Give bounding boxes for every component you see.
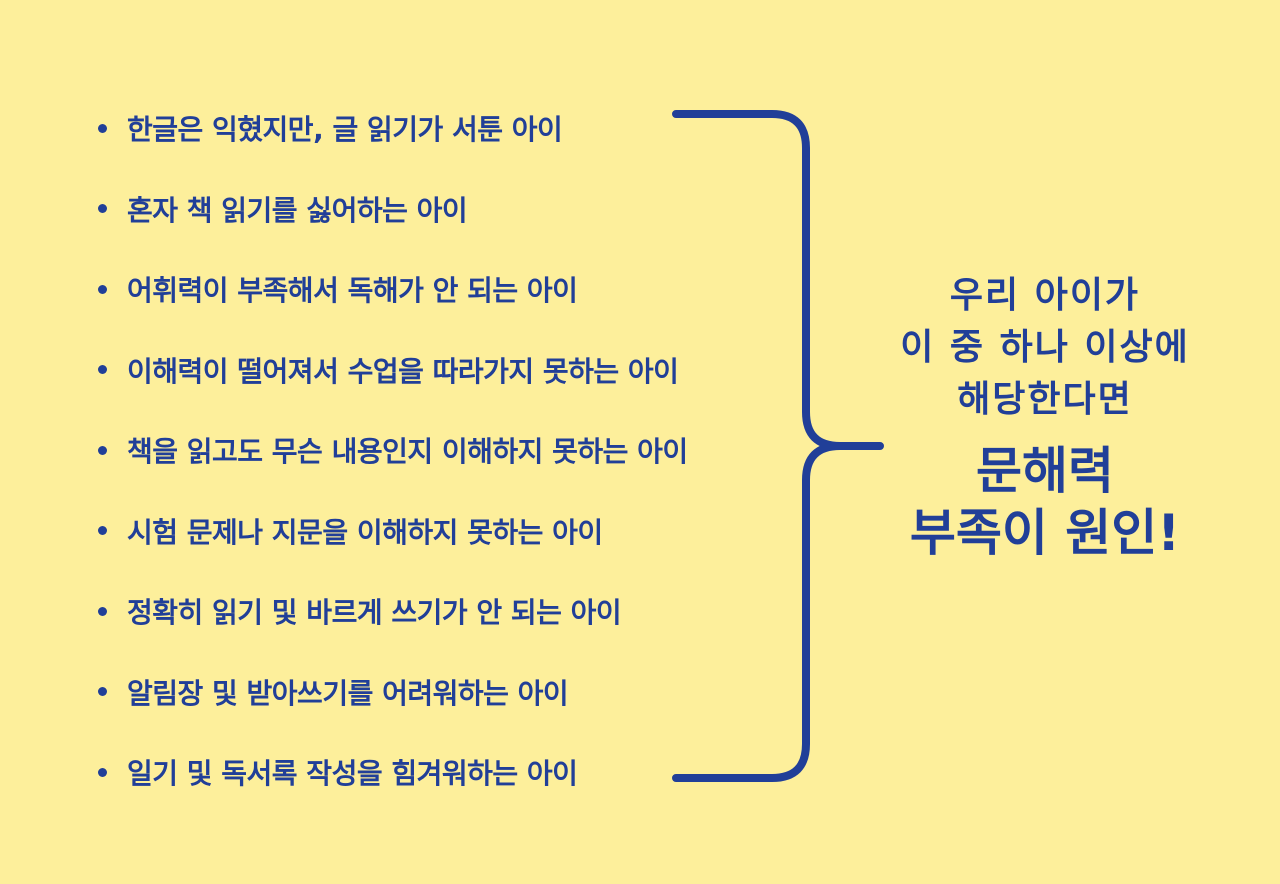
list-item: 한글은 익혔지만, 글 읽기가 서툰 아이 bbox=[98, 106, 688, 150]
conclusion-line-2: 이 중 하나 이상에 bbox=[900, 327, 1190, 368]
bullet-icon bbox=[98, 284, 107, 294]
conclusion-emphasis-2: 부족이 원인! bbox=[909, 504, 1181, 562]
list-item: 정확히 읽기 및 바르게 쓰기가 안 되는 아이 bbox=[98, 589, 688, 633]
list-item: 어휘력이 부족해서 독해가 안 되는 아이 bbox=[98, 267, 688, 311]
conclusion-emphasis-1: 문해력 bbox=[976, 442, 1114, 500]
list-item-text: 시험 문제나 지문을 이해하지 못하는 아이 bbox=[127, 515, 603, 549]
list-item-text: 이해력이 떨어져서 수업을 따라가지 못하는 아이 bbox=[127, 354, 679, 388]
curly-brace-icon bbox=[672, 110, 884, 782]
conclusion-block: 우리 아이가 이 중 하나 이상에 해당한다면 문해력 부족이 원인! bbox=[880, 270, 1210, 564]
list-item-text: 정확히 읽기 및 바르게 쓰기가 안 되는 아이 bbox=[127, 596, 622, 629]
bullet-icon bbox=[98, 365, 107, 374]
list-item: 시험 문제나 지문을 이해하지 못하는 아이 bbox=[98, 509, 688, 553]
bullet-icon bbox=[98, 687, 107, 696]
spacer bbox=[880, 426, 1210, 440]
bullet-icon bbox=[98, 767, 107, 777]
list-item: 일기 및 독서록 작성을 힘겨워하는 아이 bbox=[98, 750, 688, 794]
list-item: 혼자 책 읽기를 싫어하는 아이 bbox=[98, 187, 688, 231]
list-item-text: 책을 읽고도 무슨 내용인지 이해하지 못하는 아이 bbox=[127, 435, 688, 468]
list-item-text: 일기 및 독서록 작성을 힘겨워하는 아이 bbox=[127, 757, 578, 790]
conclusion-line-1: 우리 아이가 bbox=[949, 275, 1141, 316]
list-item-text: 어휘력이 부족해서 독해가 안 되는 아이 bbox=[127, 274, 578, 307]
list-item: 책을 읽고도 무슨 내용인지 이해하지 못하는 아이 bbox=[98, 428, 688, 472]
bullet-icon bbox=[98, 204, 107, 213]
conclusion-line-3: 해당한다면 bbox=[957, 379, 1133, 420]
list-item-text: 한글은 익혔지만, 글 읽기가 서툰 아이 bbox=[127, 113, 563, 146]
bullet-icon bbox=[98, 123, 107, 133]
list-item: 이해력이 떨어져서 수업을 따라가지 못하는 아이 bbox=[98, 348, 688, 392]
list-item: 알림장 및 받아쓰기를 어려워하는 아이 bbox=[98, 670, 688, 714]
list-item-text: 알림장 및 받아쓰기를 어려워하는 아이 bbox=[127, 676, 569, 710]
curly-brace-path bbox=[672, 110, 884, 782]
bullet-icon bbox=[98, 526, 107, 535]
bullet-icon bbox=[98, 445, 107, 455]
bullet-icon bbox=[98, 606, 107, 616]
symptom-checklist: 한글은 익혔지만, 글 읽기가 서툰 아이 혼자 책 읽기를 싫어하는 아이 어… bbox=[98, 106, 688, 831]
list-item-text: 혼자 책 읽기를 싫어하는 아이 bbox=[127, 193, 468, 227]
